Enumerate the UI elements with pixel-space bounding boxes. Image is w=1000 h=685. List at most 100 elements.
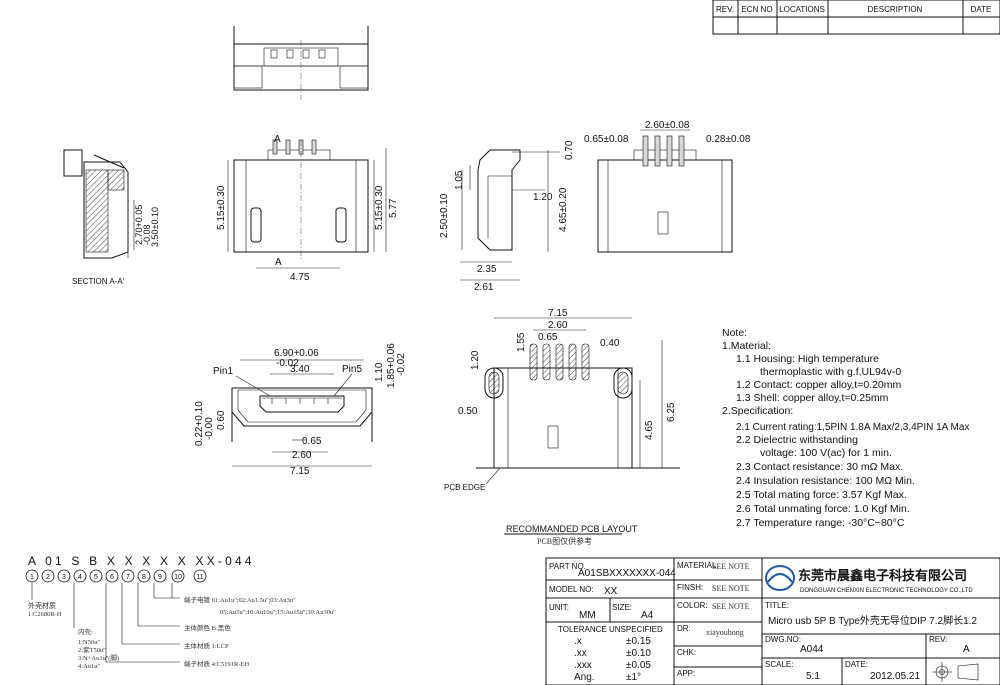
side-h1: 5.15±0.30 [216, 185, 227, 230]
front-h1b: -0.02 [396, 353, 407, 376]
note-line: 2.4 Insulation resistance: 100 MΩ Min. [736, 475, 915, 487]
code-position-circle [137, 569, 151, 583]
dr-label: DR: [677, 624, 691, 633]
note-line: thermoplastic with g.f,UL94v-0 [760, 366, 901, 378]
code-position-circle [171, 569, 185, 583]
pcb-layout-title: RECOMMANDED PCB LAYOUT [506, 524, 638, 534]
code-position-circle [25, 569, 39, 583]
front-p1: 0.65 [302, 436, 322, 447]
left-label: 1:C2680R-H [28, 611, 62, 618]
profile-d5: 4.65±0.20 [558, 187, 569, 232]
projection-symbol-icon [932, 662, 979, 682]
tol-value: ±0.15 [626, 636, 651, 647]
notes-block: Note: 1.Material: 1.1 Housing: High temp… [722, 327, 969, 529]
code-position-circle [153, 569, 167, 583]
dr-value: xiayouhong [706, 628, 744, 637]
unit-label: UNIT: [549, 603, 569, 612]
size-label: SIZE: [612, 603, 632, 612]
rev-label: REV: [929, 635, 947, 644]
code-position-number: 10 [174, 574, 182, 581]
left-label: 外壳材质 [28, 601, 56, 610]
pcb-layout-drawing: 7.15 2.60 0.65 0.40 1.55 1.20 0.50 4.65 … [444, 308, 680, 546]
left-label: 3:N+Au1u''(脚) [78, 653, 119, 662]
company-name-en: DONGGUAN CHENXIN ELECTRONIC TECHNOLOGY C… [800, 588, 973, 594]
note-line: 2.7 Temperature range: -30°C~80°C [736, 517, 905, 529]
front-h2: 1.10 [374, 362, 385, 382]
pcb-w3: 0.65 [538, 332, 558, 343]
title-block: PART NO. A01SBXXXXXXX-044 MODEL NO: XX U… [545, 557, 1000, 685]
side-h2: 5.15±0.30 [374, 185, 385, 230]
code-position-circle [89, 569, 103, 583]
tol-key: .xx [574, 648, 587, 659]
side-elevation-drawing: 5.15±0.30 5.15±0.30 5.77 4.75 A A [216, 134, 399, 283]
tol-key: .x [574, 636, 582, 647]
pcb-h5: 6.25 [666, 402, 677, 422]
ecn-header: ECN NO [741, 5, 772, 14]
rev-value: A [963, 644, 970, 655]
dwg-value: A044 [800, 644, 824, 655]
right-label: 05:Au5u'';10:Au10u'';15:Au15u'';30:Au30u… [220, 609, 336, 616]
pin5-label: Pin5 [342, 364, 362, 375]
front-view-drawing: 6.90+0.06 -0.02 3.40 Pin1 Pin5 1.85+0.06… [194, 343, 407, 477]
front-h1: 1.85+0.06 [386, 343, 397, 388]
material-value: SEE NOTE [712, 562, 750, 571]
part-no-label: PART NO. [549, 562, 586, 571]
code-position-number: 8 [142, 574, 146, 581]
scale-value: 5:1 [806, 671, 820, 682]
code-position-number: 7 [126, 574, 130, 581]
note-line: 2.1 Current rating:1,5PIN 1.8A Max/2,3,4… [736, 422, 969, 433]
code-position-number: 1 [30, 574, 34, 581]
code-position-number: 9 [158, 574, 162, 581]
side-profile-drawing: 0.70 1.05 1.20 2.50±0.10 4.65±0.20 2.35 … [439, 140, 575, 293]
code-position-circle [121, 569, 135, 583]
chk-label: CHK: [677, 648, 696, 657]
part-code: A 01 S B X X X X X XX-044 [28, 554, 255, 568]
tol-value: ±0.05 [626, 660, 651, 671]
scale-label: SCALE: [765, 660, 793, 669]
code-position-circle [41, 569, 55, 583]
color-label: COLOR: [677, 601, 708, 610]
section-mark-bottom: A [275, 257, 282, 268]
profile-d1: 0.70 [564, 140, 575, 160]
front-v1b: -0.00 [204, 417, 215, 440]
code-position-number: 3 [62, 574, 66, 581]
note-line: 1.2 Contact: copper alloy,t=0.20mm [736, 379, 902, 391]
title-value: Micro usb 5P B Type外壳无导位DIP 7.2脚长1.2 [768, 614, 977, 627]
front-p2: 2.60 [292, 450, 312, 461]
code-position-number: 11 [196, 574, 203, 581]
model-label: MODEL NO: [549, 585, 594, 594]
section-view-drawing: 2.70+0.05 -0.08 3.50±0.10 SECTION A-A' [63, 149, 160, 286]
app-label: APP: [677, 669, 695, 678]
note-line: voltage: 100 V(ac) for 1 min. [760, 447, 892, 459]
left-label: 1:N50u'' [78, 639, 100, 646]
pcb-edge-label: PCB EDGE [444, 483, 485, 492]
revision-table: REV. ECN NO LOCATIONS DESCRIPTION DATE [712, 0, 1000, 35]
profile-w2: 2.61 [474, 282, 494, 293]
material-label: MATERIAL: [677, 561, 719, 570]
note-line: 1.1 Housing: High temperature [736, 353, 879, 365]
tol-value: ±1° [626, 672, 641, 683]
date-label: DATE: [845, 660, 868, 669]
end-view-drawing: 2.60±0.08 0.65±0.08 0.28±0.08 [584, 120, 751, 253]
finish-label: FINSH: [677, 583, 703, 592]
tol-key: Ang. [574, 672, 595, 683]
profile-d4: 2.50±0.10 [439, 193, 450, 238]
right-label: 主体材质 1:LCP [184, 641, 229, 650]
profile-w1: 2.35 [477, 264, 497, 275]
front-w1: 6.90+0.06 [274, 348, 319, 359]
company-logo-icon [765, 565, 795, 591]
front-pitch: 3.40 [290, 364, 310, 375]
pcb-h4: 4.65 [644, 420, 655, 440]
tol-value: ±0.10 [626, 648, 651, 659]
title-label: TITLE: [765, 601, 789, 610]
pcb-h3: 0.50 [458, 406, 478, 417]
rear-view-drawing [233, 26, 369, 100]
section-mark-top: A [274, 134, 281, 145]
note-line: 2.5 Total mating force: 3.57 Kgf Max. [736, 489, 907, 501]
code-position-circle [73, 569, 87, 583]
note-line: 2.2 Dielectric withstanding [736, 434, 858, 446]
sec-dim-1b: -0.08 [142, 224, 152, 245]
